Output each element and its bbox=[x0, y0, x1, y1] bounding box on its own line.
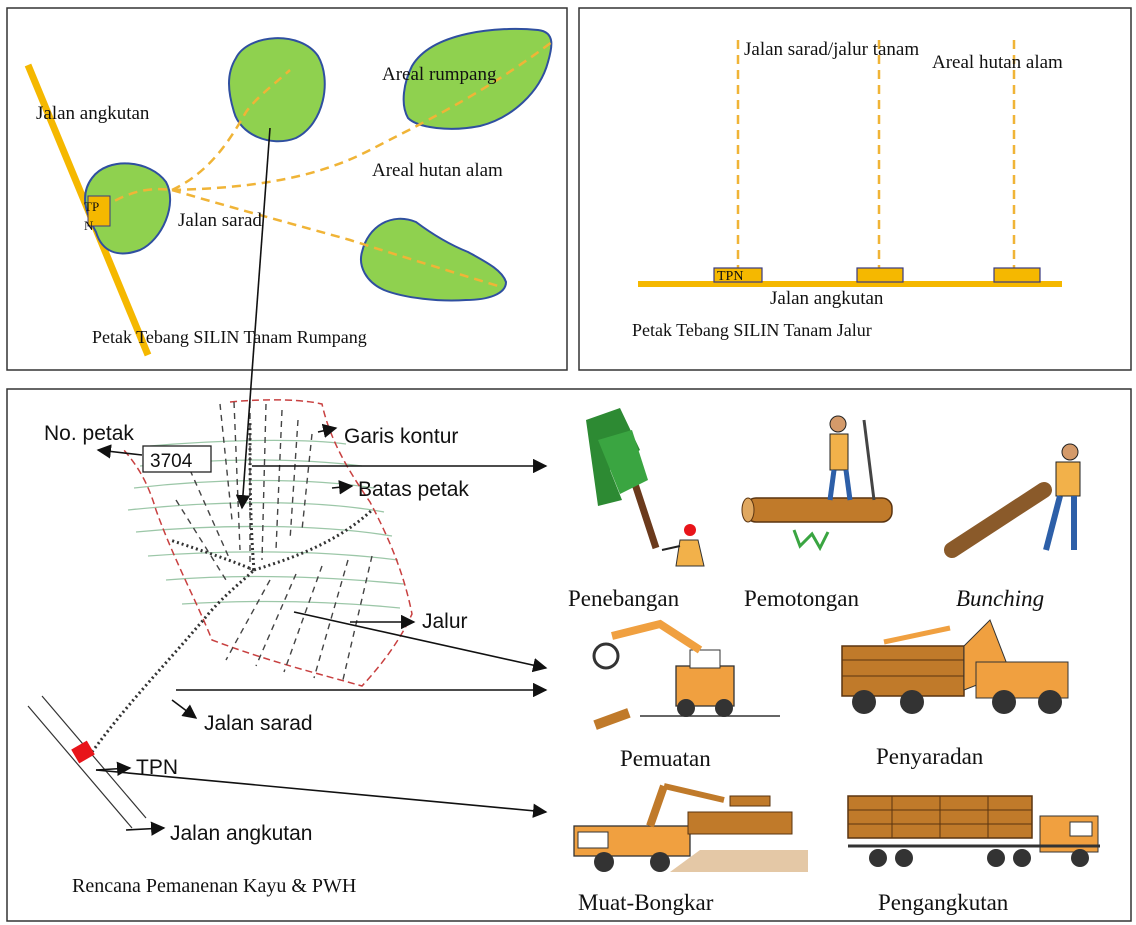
activity-label-penyaradan: Penyaradan bbox=[876, 744, 984, 769]
loader-icon bbox=[592, 619, 780, 730]
panel-tanam-jalur: Jalan sarad/jalur tanam Areal hutan alam… bbox=[578, 7, 1132, 371]
panel-harvest-plan: 3704 No. petak Garis kontur Batas petak … bbox=[6, 388, 1132, 922]
panel-jalur-frame bbox=[578, 7, 1132, 371]
haul-road-plan bbox=[27, 695, 147, 829]
crane-truck-icon bbox=[573, 783, 808, 872]
plot-number-label: No. petak bbox=[44, 422, 134, 445]
skidder-icon bbox=[841, 619, 1069, 714]
arrow-contour bbox=[317, 423, 338, 438]
log-truck-icon bbox=[847, 795, 1100, 867]
forest-label-jalur: Areal hutan alam bbox=[932, 52, 1063, 73]
skid-label-jalur: Jalan sarad/jalur tanam bbox=[744, 39, 919, 60]
gap-patch-bottom bbox=[360, 217, 508, 302]
activity-label-penebangan: Penebangan bbox=[568, 586, 680, 611]
arrow-plot-number bbox=[96, 444, 143, 459]
connector-arrows bbox=[95, 127, 548, 836]
road-label-plan: Jalan angkutan bbox=[170, 822, 312, 845]
main-skid-trail bbox=[90, 419, 374, 753]
caption-rumpang: Petak Tebang SILIN Tanam Rumpang bbox=[92, 327, 367, 347]
bunching-icon bbox=[944, 443, 1081, 558]
road-label-rumpang: Jalan angkutan bbox=[36, 103, 150, 124]
road-label-jalur: Jalan angkutan bbox=[770, 288, 884, 309]
arrow-road-label bbox=[125, 821, 166, 836]
gap-area-label: Areal rumpang bbox=[382, 64, 497, 85]
landing-label-rumpang-1: TP bbox=[84, 199, 99, 214]
caption-plan: Rencana Pemanenan Kayu & PWH bbox=[72, 875, 356, 897]
landing-label-jalur: TPN bbox=[717, 269, 743, 284]
activity-label-pengangkutan: Pengangkutan bbox=[878, 890, 1009, 915]
skid-label-rumpang: Jalan sarad bbox=[178, 210, 262, 231]
landing-label-rumpang-2: N bbox=[84, 218, 94, 233]
felling-icon bbox=[586, 408, 705, 567]
tpn-label-plan: TPN bbox=[136, 756, 178, 779]
arrow-boundary bbox=[331, 480, 354, 495]
arrow-to-crane-truck bbox=[95, 769, 548, 818]
tpn-marker bbox=[71, 740, 95, 764]
landing-box-2 bbox=[856, 267, 904, 283]
skid-strips-jalur bbox=[736, 40, 1016, 268]
caption-jalur: Petak Tebang SILIN Tanam Jalur bbox=[632, 320, 872, 340]
arrow-patch-to-plan bbox=[235, 127, 271, 510]
landing-box-3 bbox=[993, 267, 1041, 283]
arrow-to-loading bbox=[293, 611, 548, 673]
activity-label-pemuatan: Pemuatan bbox=[620, 746, 711, 771]
strip-label: Jalur bbox=[422, 610, 468, 633]
plot-number-box bbox=[142, 445, 212, 473]
arrow-tpn-label bbox=[95, 761, 132, 776]
arrow-skid-label bbox=[171, 699, 198, 719]
forest-label-rumpang: Areal hutan alam bbox=[372, 160, 503, 181]
contour-label: Garis kontur bbox=[344, 425, 458, 448]
panel-tanam-rumpang: Jalan angkutan Areal rumpang Areal hutan… bbox=[6, 7, 568, 371]
landing-box-1 bbox=[713, 267, 763, 283]
landing-marker-rumpang bbox=[87, 195, 111, 227]
bucking-icon bbox=[741, 415, 893, 552]
activity-label-pemotongan: Pemotongan bbox=[744, 586, 859, 611]
gap-patch-top bbox=[228, 37, 326, 143]
activity-label-bunching: Bunching bbox=[956, 586, 1044, 611]
skid-label-plan: Jalan sarad bbox=[204, 712, 313, 735]
plot-number-value: 3704 bbox=[150, 451, 193, 472]
activity-label-muat-bongkar: Muat-Bongkar bbox=[578, 890, 714, 915]
boundary-label: Batas petak bbox=[358, 478, 469, 501]
block-boundary bbox=[121, 399, 413, 687]
gap-patch-right bbox=[402, 27, 553, 130]
